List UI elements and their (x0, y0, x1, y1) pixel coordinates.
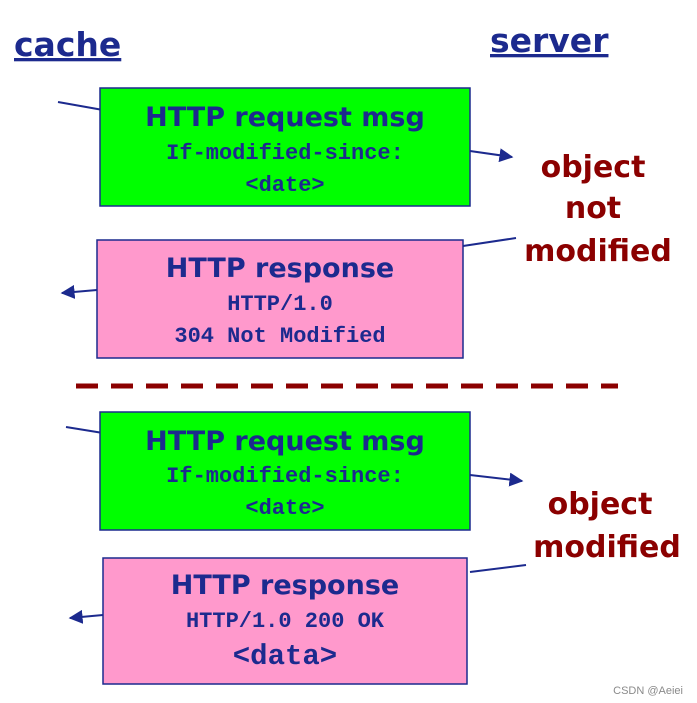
response1-status-line: HTTP/1.0 (227, 292, 333, 317)
watermark: CSDN @Aeiei (613, 685, 683, 697)
request1-outgoing-arrow (469, 148, 514, 163)
response2-data: <data> (233, 640, 337, 673)
request1-incoming-line (57, 101, 104, 111)
request1-title: HTTP request msg (145, 102, 425, 133)
request1-date: <date> (245, 173, 324, 198)
note2-line1: object (548, 487, 653, 522)
note1-line1: object (541, 150, 646, 185)
note2-line2: modified (533, 530, 681, 565)
request2-date: <date> (245, 496, 324, 521)
request2-outgoing-arrow (469, 472, 524, 487)
response2-status-line: HTTP/1.0 200 OK (186, 609, 385, 634)
note1-line3: modified (524, 234, 672, 269)
response1-outgoing-arrow (60, 284, 98, 299)
response2-box (102, 557, 468, 685)
request2-box (99, 411, 471, 531)
response1-title: HTTP response (166, 253, 394, 284)
server-label: server (490, 21, 609, 60)
response2-title: HTTP response (171, 570, 399, 601)
request1-box (99, 87, 471, 207)
response1-status: 304 Not Modified (174, 324, 385, 349)
request2-title: HTTP request msg (145, 426, 425, 457)
cache-label: cache (14, 25, 121, 64)
response2-outgoing-arrow (68, 609, 104, 624)
request2-header-line: If-modified-since: (166, 464, 404, 489)
response2-incoming-line (469, 564, 527, 573)
response1-incoming-line (462, 237, 517, 247)
request2-incoming-line (65, 426, 104, 434)
response1-box (96, 239, 464, 359)
request1-header-line: If-modified-since: (166, 141, 404, 166)
note1-line2: not (565, 191, 621, 226)
